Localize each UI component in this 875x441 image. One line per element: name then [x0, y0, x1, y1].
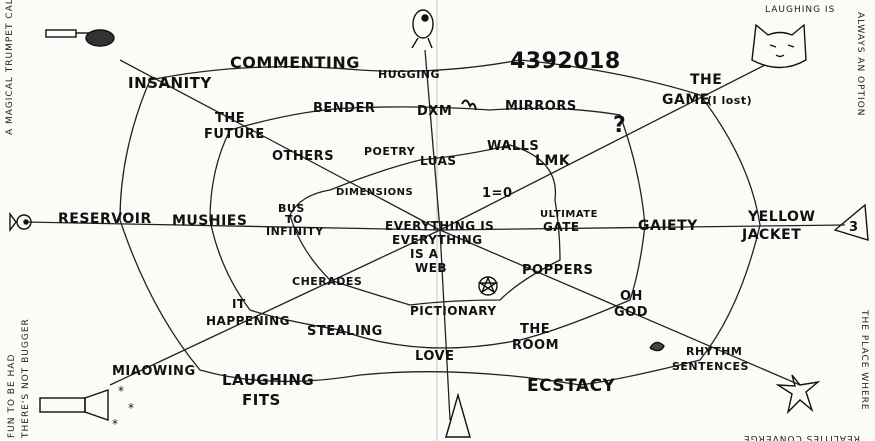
node-sentences: SENTENCES [672, 360, 749, 373]
node-poetry: POETRY [364, 145, 416, 158]
node-bus-2: TO [285, 213, 303, 226]
node-luas: LUAS [420, 154, 457, 168]
node-mirrors: MIRRORS [505, 99, 577, 114]
node-everything-1: EVERYTHING IS [385, 219, 494, 233]
node-god: GOD [614, 305, 648, 320]
margin-top-right-1: LAUGHING IS [765, 5, 835, 15]
node-the-future-1: THE [215, 111, 245, 126]
node-poppers: POPPERS [522, 263, 593, 278]
node-everything-2: EVERYTHING [392, 233, 483, 247]
node-others: OTHERS [272, 149, 334, 164]
node-cherades: CHERADES [292, 275, 362, 288]
svg-text:*: * [128, 401, 134, 415]
node-hugging: HUGGING [378, 68, 440, 81]
node-commenting: COMMENTING [230, 53, 360, 72]
node-it: IT [232, 297, 246, 311]
doodles: * * * [9, 9, 869, 438]
node-reservoir: RESERVOIR [58, 211, 152, 227]
node-the-game-1: THE [690, 72, 722, 88]
node-labels: INSANITY COMMENTING HUGGING 4392018 THE … [58, 49, 815, 409]
pentagram-icon [477, 276, 499, 296]
node-bus-3: INFINITY [266, 225, 324, 238]
node-the-future-2: FUTURE [204, 127, 265, 142]
node-mushies: MUSHIES [172, 213, 247, 229]
node-dxm: DXM [417, 104, 452, 119]
margin-bottom-left-2: THERE'S NOT BUGGER [21, 318, 31, 439]
node-bender: BENDER [313, 101, 375, 116]
triangle-icon [833, 203, 869, 241]
margin-bottom-right-1: THE PLACE WHERE [859, 309, 869, 411]
star-figure-icon [775, 374, 821, 415]
node-love: LOVE [415, 349, 454, 364]
node-miaowing: MIAOWING [112, 364, 196, 379]
node-insanity: INSANITY [128, 74, 212, 92]
node-the-game-2: GAME [662, 92, 710, 108]
node-1-equals-0: 1=0 [482, 186, 512, 201]
node-ultimate: ULTIMATE [540, 209, 598, 220]
node-fits: FITS [242, 391, 281, 409]
node-gaiety: GAIETY [638, 218, 698, 234]
margin-top-right-2: ALWAYS AN OPTION [855, 12, 865, 117]
node-the-room-1: THE [520, 322, 550, 337]
node-ecstacy: ECSTACY [527, 376, 616, 396]
node-pictionary: PICTIONARY [410, 304, 497, 318]
margin-bottom-left-1: FUN TO BE HAD [7, 354, 17, 438]
node-the-room-2: ROOM [512, 338, 559, 353]
node-dimensions: DIMENSIONS [336, 187, 413, 198]
node-lmk: LMK [535, 153, 571, 169]
node-everything-4: WEB [415, 261, 447, 275]
web-strands [24, 49, 846, 421]
svg-text:*: * [118, 384, 124, 398]
margin-bottom-right-2: REALITIES CONVERGE [743, 433, 860, 441]
node-jacket: JACKET [741, 227, 801, 243]
trumpet-icon [45, 29, 115, 47]
margin-top-left: A MAGICAL TRUMPET CALLED BILL [5, 0, 15, 135]
node-walls: WALLS [487, 139, 539, 154]
bird-icon [411, 9, 434, 49]
node-stealing: STEALING [307, 324, 383, 339]
trumpet-with-stars-icon: * * * [39, 384, 134, 431]
svg-text:*: * [112, 417, 118, 431]
fish-icon [9, 211, 32, 233]
node-bus-1: BUS [278, 202, 305, 215]
node-happening: HAPPENING [206, 314, 290, 328]
node-4392018: 4392018 [510, 49, 621, 74]
node-rhythm: RHYTHM [686, 345, 742, 358]
node-gate: GATE [543, 220, 580, 234]
wizard-hat-icon [445, 392, 471, 438]
cat-face-icon [751, 23, 807, 69]
node-oh: OH [620, 289, 643, 304]
triangle-number: 3 [849, 220, 859, 235]
node-everything-3: IS A [410, 247, 439, 261]
node-laughing: LAUGHING [222, 371, 314, 389]
node-question-mark: ? [613, 113, 626, 138]
node-i-lost: (I lost) [707, 94, 752, 107]
node-yellow: YELLOW [747, 209, 815, 225]
